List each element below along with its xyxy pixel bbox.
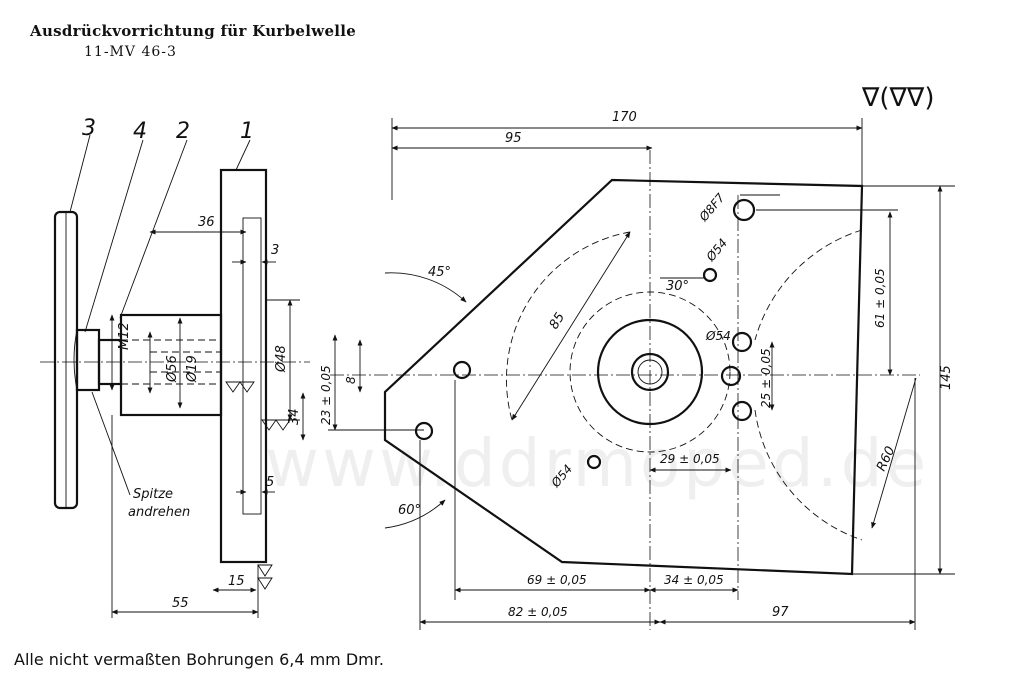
dim-phi54-b: Ø54	[705, 329, 731, 343]
dim-phi54-c: Ø54	[548, 462, 575, 491]
dim-36: 36	[198, 215, 215, 230]
hole-b	[731, 331, 753, 353]
dim-61: 61 ± 0,05	[873, 268, 887, 328]
part-number-4: 4	[133, 119, 147, 144]
dim-15: 15	[228, 574, 245, 589]
thrust-head	[75, 328, 101, 392]
note-spitze: Spitze	[133, 487, 173, 502]
drawing-subtitle: 11-MV 46-3	[84, 44, 177, 60]
footer-note: Alle nicht vermaßten Bohrungen 6,4 mm Dm…	[14, 650, 384, 669]
angle-45: 45°	[428, 265, 451, 280]
dim-97: 97	[772, 605, 789, 620]
dim-3: 3	[271, 243, 279, 258]
dim-phi54-a: Ø54	[703, 236, 730, 265]
dim-69: 69 ± 0,05	[527, 573, 587, 587]
hole-f7	[732, 198, 756, 222]
watermark: www.ddrmoped.de	[265, 425, 930, 502]
hole-d	[731, 400, 753, 422]
dim-m12: M12	[117, 322, 132, 350]
dim-phi19: Ø19	[185, 355, 200, 383]
dim-34b: 34 ± 0,05	[664, 573, 724, 587]
dim-85: 85	[547, 310, 568, 332]
plate-side	[219, 168, 268, 564]
hole-f	[452, 360, 472, 380]
dim-23: 23 ± 0,05	[319, 365, 333, 425]
dim-25: 25 ± 0,05	[759, 348, 773, 408]
dim-145: 145	[939, 365, 954, 390]
dim-82: 82 ± 0,05	[508, 605, 568, 619]
hole-a	[702, 267, 718, 283]
hole-g	[414, 421, 434, 441]
dim-8: 8	[344, 376, 358, 384]
dim-phi48: Ø48	[274, 345, 289, 373]
plate-front-view	[328, 118, 955, 630]
angle-60: 60°	[398, 503, 421, 518]
surface-finish-symbol: ∇(∇∇)	[861, 83, 934, 113]
drawing-title: Ausdrückvorrichtung für Kurbelwelle	[30, 22, 357, 40]
dim-170: 170	[612, 110, 637, 125]
side-view-assembly	[40, 134, 310, 618]
dim-95: 95	[505, 131, 522, 146]
dim-phi8f7: Ø8F7	[696, 190, 728, 224]
dim-34: 34	[287, 408, 302, 425]
dim-r60: R60	[874, 444, 898, 474]
dim-phi56: Ø56	[165, 355, 180, 383]
hole-c	[720, 365, 742, 387]
part-number-1: 1	[240, 119, 254, 144]
part-number-3: 3	[82, 116, 96, 141]
center-boss	[630, 352, 670, 392]
hole-e	[586, 454, 602, 470]
dim-5: 5	[266, 475, 274, 490]
bore-recess	[569, 291, 731, 453]
note-andrehen: andrehen	[128, 505, 190, 520]
dim-55: 55	[172, 596, 189, 611]
dim-29: 29 ± 0,05	[660, 452, 720, 466]
part-number-2: 2	[176, 119, 190, 144]
angle-30: 30°	[666, 279, 689, 294]
